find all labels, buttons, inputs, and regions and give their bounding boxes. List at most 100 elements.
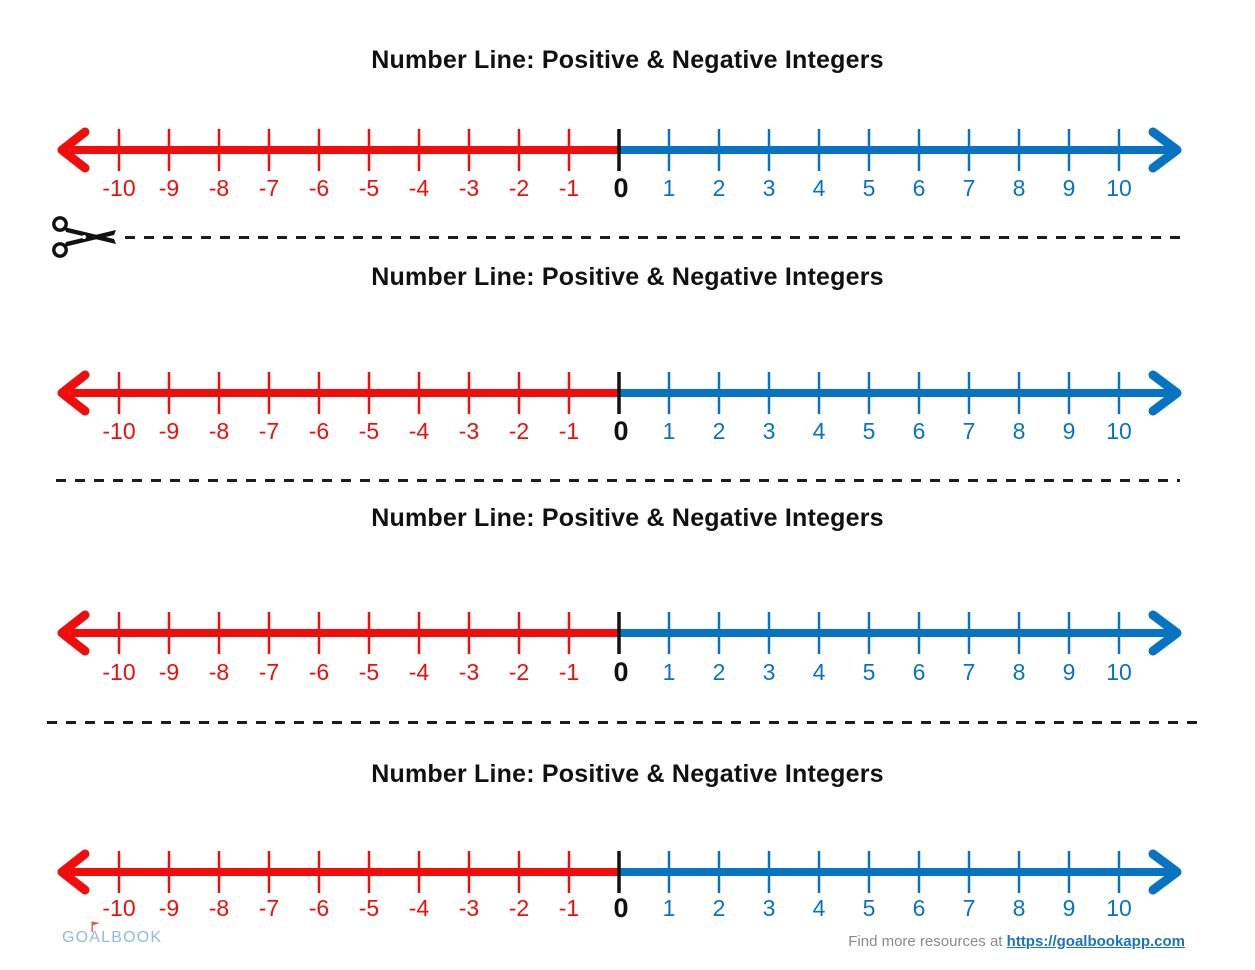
tick-label-positive: 3 — [762, 418, 776, 444]
dashed-line — [56, 479, 1180, 482]
tick-label-positive: 5 — [862, 175, 876, 201]
tick-label-negative: -6 — [308, 418, 330, 444]
tick-label-negative: -8 — [208, 659, 230, 685]
tick-label-positive: 5 — [862, 418, 876, 444]
tick-label-negative: -10 — [102, 175, 136, 201]
tick-label-zero: 0 — [613, 173, 629, 203]
worksheet-title: Number Line: Positive & Negative Integer… — [371, 760, 884, 788]
cut-line — [56, 479, 1180, 482]
tick-label-positive: 4 — [812, 659, 826, 685]
tick-label-negative: -4 — [408, 659, 430, 685]
tick-label-positive: 1 — [662, 659, 676, 685]
tick-label-positive: 9 — [1062, 895, 1076, 921]
tick-label-negative: -3 — [458, 418, 480, 444]
tick-label-positive: 3 — [762, 895, 776, 921]
tick-label-positive: 4 — [812, 175, 826, 201]
number-line-graphic — [57, 849, 1182, 895]
cut-line — [47, 721, 1197, 724]
tick-label-negative: -9 — [158, 659, 180, 685]
tick-label-negative: -10 — [102, 659, 136, 685]
number-line-graphic — [57, 610, 1182, 656]
tick-label-positive: 1 — [662, 418, 676, 444]
worksheet-title: Number Line: Positive & Negative Integer… — [371, 46, 884, 74]
tick-label-positive: 3 — [762, 175, 776, 201]
tick-label-positive: 1 — [662, 175, 676, 201]
tick-label-positive: 2 — [712, 895, 726, 921]
tick-label-positive: 3 — [762, 659, 776, 685]
tick-label-positive: 7 — [962, 175, 976, 201]
tick-label-negative: -1 — [558, 659, 580, 685]
tick-label-positive: 10 — [1106, 418, 1132, 444]
dashed-line — [125, 236, 1183, 239]
tick-label-positive: 8 — [1012, 175, 1026, 201]
tick-label-negative: -8 — [208, 175, 230, 201]
tick-label-negative: -10 — [102, 895, 136, 921]
tick-label-positive: 10 — [1106, 175, 1132, 201]
flag-icon — [91, 921, 101, 932]
tick-label-negative: -5 — [358, 895, 380, 921]
tick-label-negative: -10 — [102, 418, 136, 444]
tick-label-negative: -2 — [508, 895, 530, 921]
tick-label-positive: 5 — [862, 895, 876, 921]
tick-label-positive: 7 — [962, 895, 976, 921]
tick-label-negative: -9 — [158, 895, 180, 921]
tick-label-negative: -3 — [458, 659, 480, 685]
logo-text-post: LBOOK — [101, 929, 163, 946]
tick-label-negative: -2 — [508, 175, 530, 201]
tick-label-negative: -4 — [408, 895, 430, 921]
tick-label-zero: 0 — [613, 893, 629, 923]
tick-label-positive: 8 — [1012, 418, 1026, 444]
dashed-line — [47, 721, 1197, 724]
tick-label-zero: 0 — [613, 416, 629, 446]
tick-label-negative: -1 — [558, 175, 580, 201]
tick-label-negative: -9 — [158, 418, 180, 444]
logo-text-pre: GO — [62, 929, 90, 946]
tick-label-negative: -4 — [408, 175, 430, 201]
tick-label-negative: -3 — [458, 175, 480, 201]
tick-label-positive: 9 — [1062, 659, 1076, 685]
logo-text-a: A — [89, 929, 102, 946]
number-line-graphic — [57, 370, 1182, 416]
tick-label-positive: 5 — [862, 659, 876, 685]
scissors-icon — [52, 216, 116, 258]
tick-label-negative: -8 — [208, 418, 230, 444]
tick-label-negative: -6 — [308, 175, 330, 201]
tick-label-negative: -2 — [508, 418, 530, 444]
tick-label-positive: 6 — [912, 659, 926, 685]
tick-label-positive: 7 — [962, 418, 976, 444]
tick-label-positive: 8 — [1012, 659, 1026, 685]
tick-label-negative: -7 — [258, 659, 280, 685]
tick-label-positive: 6 — [912, 175, 926, 201]
tick-label-positive: 9 — [1062, 175, 1076, 201]
tick-label-negative: -7 — [258, 175, 280, 201]
tick-label-negative: -8 — [208, 895, 230, 921]
tick-label-positive: 4 — [812, 418, 826, 444]
tick-label-negative: -4 — [408, 418, 430, 444]
tick-label-positive: 2 — [712, 659, 726, 685]
tick-label-positive: 1 — [662, 895, 676, 921]
worksheet-title: Number Line: Positive & Negative Integer… — [371, 263, 884, 291]
tick-label-negative: -1 — [558, 418, 580, 444]
tick-label-positive: 10 — [1106, 659, 1132, 685]
tick-label-negative: -1 — [558, 895, 580, 921]
number-line-graphic — [57, 127, 1182, 173]
goalbookapp-link[interactable]: https://goalbookapp.com — [1006, 933, 1185, 950]
tick-label-negative: -3 — [458, 895, 480, 921]
tick-label-negative: -9 — [158, 175, 180, 201]
tick-label-positive: 2 — [712, 418, 726, 444]
tick-label-zero: 0 — [613, 657, 629, 687]
tick-label-negative: -6 — [308, 895, 330, 921]
tick-label-negative: -7 — [258, 895, 280, 921]
tick-label-negative: -5 — [358, 659, 380, 685]
tick-label-positive: 8 — [1012, 895, 1026, 921]
footer-resources: Find more resources at https://goalbooka… — [848, 932, 1185, 951]
footer-text: Find more resources at — [848, 933, 1003, 950]
tick-label-positive: 9 — [1062, 418, 1076, 444]
tick-label-negative: -6 — [308, 659, 330, 685]
